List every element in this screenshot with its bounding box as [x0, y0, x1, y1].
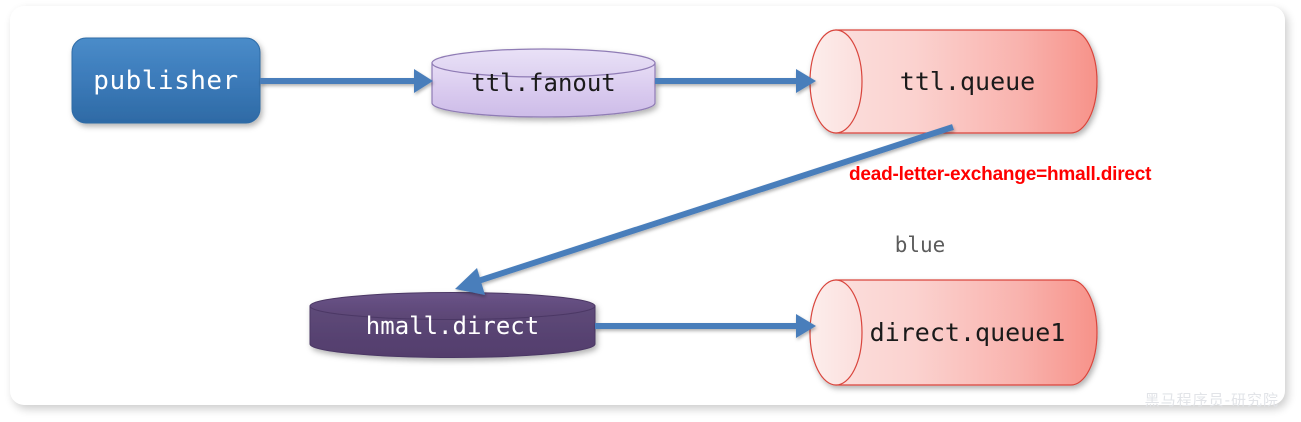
diagram-card [10, 6, 1285, 405]
